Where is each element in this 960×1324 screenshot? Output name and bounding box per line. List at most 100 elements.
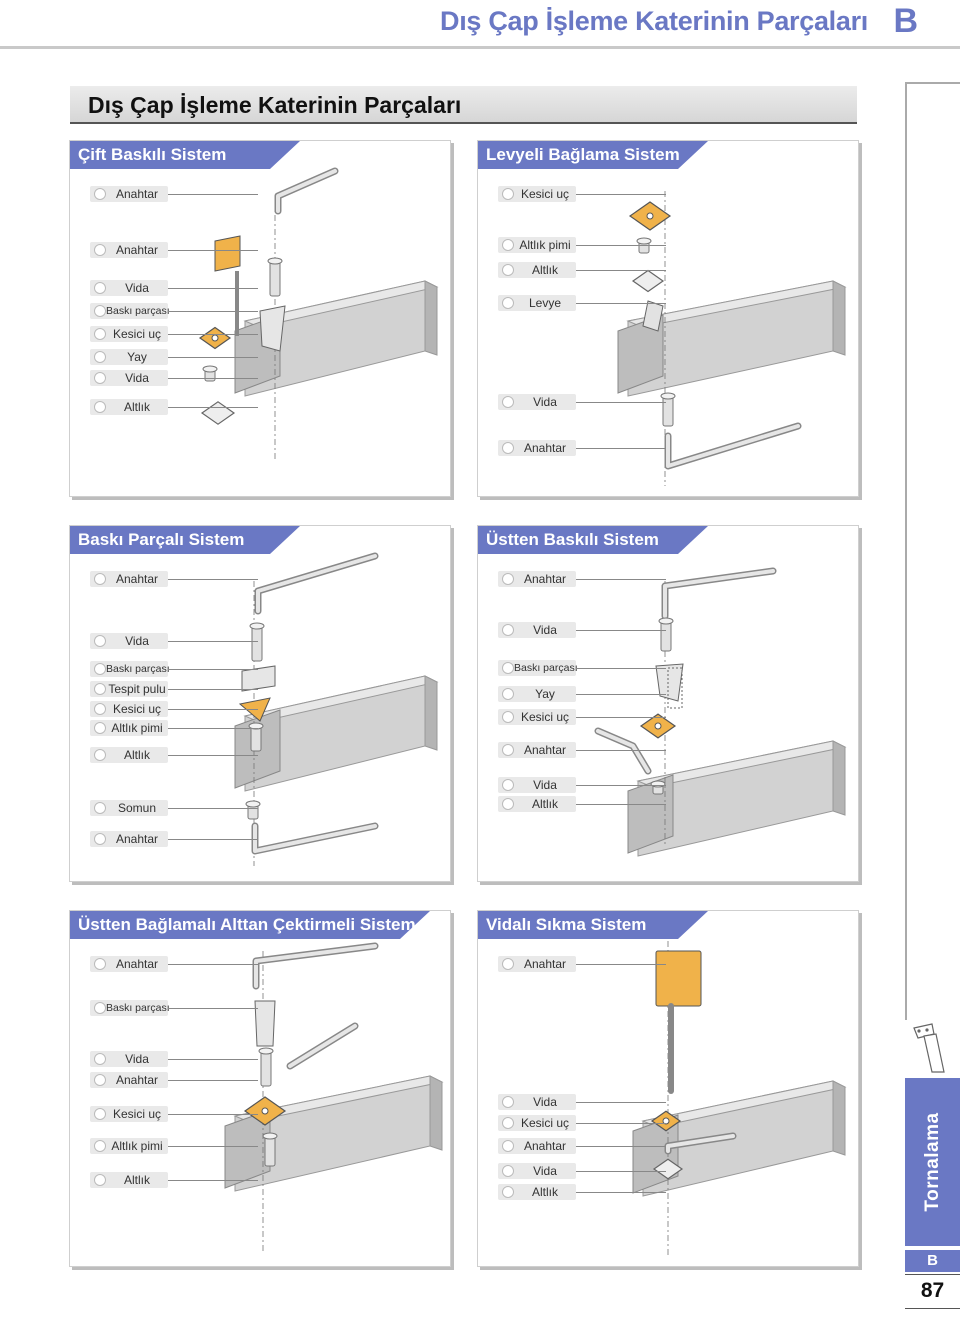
leader-line	[168, 1059, 258, 1060]
bullet-icon	[94, 401, 106, 413]
bullet-icon	[94, 1053, 106, 1065]
leader-line	[576, 448, 666, 449]
part-label-text: Vida	[125, 371, 149, 385]
leader-line	[168, 689, 258, 690]
part-label-vida: Vida	[90, 370, 168, 386]
part-label-vida: Vida	[90, 633, 168, 649]
part-label-text: Kesici uç	[520, 1116, 570, 1130]
part-label-anahtar: Anahtar	[90, 956, 168, 972]
part-label-text: Vida	[533, 1164, 557, 1178]
part-label-text: Altlık	[531, 1185, 558, 1199]
bullet-icon	[502, 442, 514, 454]
part-label-text: Anahtar	[523, 572, 567, 586]
part-label-altlik: Altlık	[90, 399, 168, 415]
page-header-letter: B	[893, 2, 918, 40]
part-label-kesici-uc: Kesici uç	[90, 1106, 168, 1122]
leader-line	[576, 194, 666, 195]
part-label-yay: Yay	[90, 349, 168, 365]
bullet-icon	[502, 1096, 514, 1108]
leader-line	[168, 669, 258, 670]
exploded-parts-illustration	[224, 942, 444, 1251]
part-label-text: Vida	[125, 1052, 149, 1066]
exploded-parts-illustration	[234, 552, 439, 866]
leader-line	[576, 630, 666, 631]
panel-tab: Baskı Parçalı Sistem	[70, 526, 300, 556]
part-label-anahtar: Anahtar	[498, 1138, 576, 1154]
part-label-altlik: Altlık	[498, 1184, 576, 1200]
page-number: 87	[920, 1279, 945, 1302]
panel-title: Üstten Baskılı Sistem	[486, 530, 659, 549]
bullet-icon	[502, 1117, 514, 1129]
turning-tool-icon	[913, 1023, 945, 1073]
part-label-text: Altlık	[123, 748, 150, 762]
panel-tab: Üstten Bağlamalı Alttan Çektirmeli Siste…	[70, 911, 430, 941]
section-banner: Dış Çap İşleme Katerinin Parçaları	[70, 86, 857, 124]
part-label-anahtar: Anahtar	[498, 440, 576, 456]
part-label-anahtar: Anahtar	[90, 831, 168, 847]
side-letter: B	[905, 1250, 960, 1272]
part-label-text: Baskı parçası	[106, 305, 170, 317]
bullet-icon	[94, 328, 106, 340]
bullet-icon	[502, 779, 514, 791]
part-label-anahtar: Anahtar	[90, 571, 168, 587]
leader-line	[168, 378, 258, 379]
bullet-icon	[94, 573, 106, 585]
part-label-tespit-pulu: Tespit pulu	[90, 681, 168, 697]
bullet-icon	[502, 1186, 514, 1198]
leader-line	[168, 1146, 258, 1147]
leader-line	[576, 1102, 666, 1103]
part-label-text: Yay	[535, 687, 555, 701]
leader-line	[576, 1146, 666, 1147]
leader-line	[168, 1080, 258, 1081]
bullet-icon	[502, 239, 514, 251]
bullet-icon	[94, 1140, 106, 1152]
leader-line	[168, 407, 258, 408]
leader-line	[168, 194, 258, 195]
part-label-text: Levye	[528, 296, 562, 310]
part-label-text: Somun	[117, 801, 157, 815]
leader-line	[168, 1114, 258, 1115]
bullet-icon	[502, 624, 514, 636]
bullet-icon	[94, 958, 106, 970]
leader-line	[576, 270, 666, 271]
bullet-icon	[94, 703, 106, 715]
leader-line	[576, 303, 666, 304]
bullet-icon	[94, 833, 106, 845]
leader-line	[168, 1008, 258, 1009]
part-label-vida: Vida	[90, 1051, 168, 1067]
exploded-parts-illustration	[594, 567, 847, 857]
bullet-icon	[94, 802, 106, 814]
leader-line	[168, 808, 258, 809]
part-label-text: Vida	[533, 778, 557, 792]
part-label-text: Baskı parçası	[514, 662, 578, 674]
part-label-baski-parcasi: Baskı parçası	[90, 303, 170, 319]
part-label-kesici-uc: Kesici uç	[498, 1115, 576, 1131]
section-title: Dış Çap İşleme Katerinin Parçaları	[88, 92, 462, 118]
bullet-icon	[94, 372, 106, 384]
section-tab-turning[interactable]: Tornalama	[905, 1078, 960, 1246]
part-label-text: Anahtar	[115, 832, 159, 846]
part-label-levye: Levye	[498, 295, 576, 311]
part-label-text: Anahtar	[115, 572, 159, 586]
panel-tab: Üstten Baskılı Sistem	[478, 526, 708, 556]
part-label-text: Tespit pulu	[108, 682, 166, 696]
page-number-rule-bottom	[905, 1308, 960, 1309]
part-label-altlik-pimi: Altlık pimi	[90, 720, 168, 736]
part-label-vida: Vida	[498, 1094, 576, 1110]
part-label-text: Baskı parçası	[106, 663, 170, 675]
bullet-icon	[94, 635, 106, 647]
bullet-icon	[94, 683, 106, 695]
part-label-text: Vida	[125, 281, 149, 295]
panel-title: Vidalı Sıkma Sistem	[486, 915, 647, 934]
part-label-text: Vida	[533, 395, 557, 409]
leader-line	[576, 1171, 666, 1172]
bullet-icon	[502, 573, 514, 585]
bullet-icon	[94, 1108, 106, 1120]
bullet-icon	[502, 264, 514, 276]
leader-line	[168, 755, 258, 756]
part-label-text: Vida	[125, 634, 149, 648]
part-label-text: Altlık	[531, 263, 558, 277]
part-label-altlik-pimi: Altlık pimi	[90, 1138, 168, 1154]
bullet-icon	[94, 244, 106, 256]
